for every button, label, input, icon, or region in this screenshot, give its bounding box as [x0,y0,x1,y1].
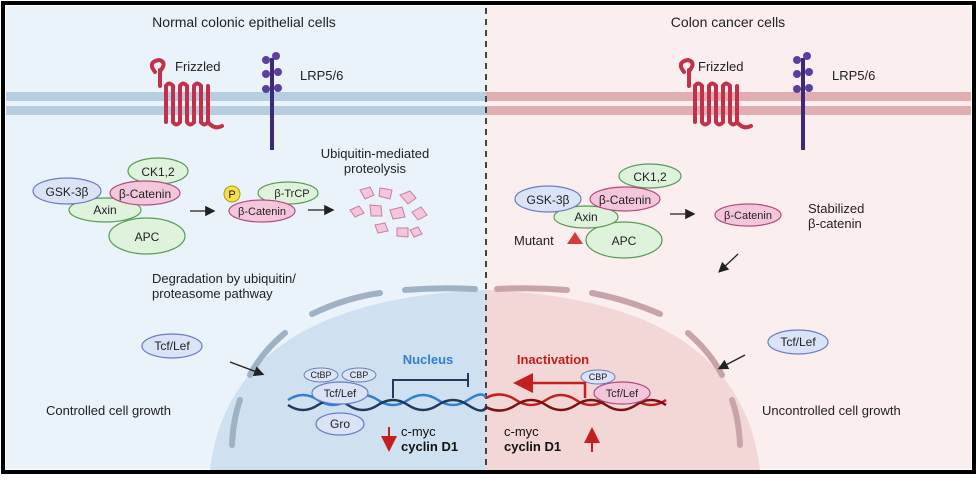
left-tcf-nuc-label: Tcf/Lef [324,388,357,400]
right-gsk-label: GSK-3β [527,193,570,207]
nuclear-envelope-right [494,285,743,448]
left-lrp-receptor [262,52,282,150]
left-destruction-complex [32,157,189,255]
mutant-label: Mutant [514,233,554,248]
nucleus-label: Nucleus [403,352,454,367]
right-bcat-label: β-Catenin [599,193,651,207]
left-frizzled-receptor [149,57,224,130]
right-tcf-free [767,329,829,355]
left-title: Normal colonic epithelial cells [152,14,336,30]
left-frizzled-label: Frizzled [175,59,221,74]
stabilized-line1: Stabilized [808,201,864,216]
controlled-growth: Controlled cell growth [46,403,171,418]
right-title: Colon cancer cells [671,14,785,30]
right-ck-label: CK1,2 [633,170,667,184]
stabilized-line2: β-catenin [808,216,862,231]
left-btrcp-complex [223,181,319,223]
right-lrp-label: LRP5/6 [832,68,875,83]
left-membrane [6,92,486,115]
right-frizzled-label: Frizzled [698,59,744,74]
degradation-line2: proteasome pathway [152,286,273,301]
left-apc-label: APC [135,230,160,244]
left-phospho-label: P [228,189,235,201]
ctbp-label: CtBP [310,370,331,380]
left-tcf-free-label: Tcf/Lef [154,339,190,353]
right-coactivator-complex [580,369,651,405]
stabilized-bcat [714,203,782,227]
right-activation-arrow [513,373,587,398]
left-cbp-label: CBP [350,370,369,380]
proteolysis-fragments [349,186,428,238]
right-lrp-receptor [793,52,813,150]
right-axin-label: Axin [574,210,597,224]
left-ck-label: CK1,2 [141,165,175,179]
degradation-line1: Degradation by ubiquitin/ [152,271,296,286]
left-gsk-label: GSK-3β [46,185,89,199]
uncontrolled-growth: Uncontrolled cell growth [762,403,901,418]
right-destruction-complex [514,163,682,259]
left-corepressor-complex [303,367,377,436]
left-axin-label: Axin [93,203,116,217]
left-arrow-to-nucleus [229,361,265,377]
right-cbp-label: CBP [589,372,608,382]
left-tcf-free [141,333,203,359]
right-bcat-free-label: β-Catenin [724,210,772,222]
left-bcat-label: β-Catenin [119,187,171,201]
right-tcf-nuc-label: Tcf/Lef [606,388,639,400]
inactivation-label: Inactivation [517,352,589,367]
right-frizzled-receptor [678,57,753,130]
right-apc-label: APC [612,234,637,248]
nucleus-right [486,290,760,470]
ubiquitin-line1: Ubiquitin-mediated [321,146,429,161]
left-lrp-label: LRP5/6 [300,68,343,83]
left-repression-line [392,373,469,398]
right-tcf-free-label: Tcf/Lef [780,335,816,349]
nuclear-envelope-left [229,285,478,448]
right-arrow-to-nucleus [717,354,746,370]
left-cyclin: cyclin D1 [401,439,458,454]
right-arrow-to-nucleus-top [718,253,739,273]
right-cyclin: cyclin D1 [504,439,561,454]
left-btrcp-label: β-TrCP [274,188,309,200]
right-cmyc: c-myc [504,424,539,439]
left-bcat2-label: β-Catenin [238,206,286,218]
left-cmyc: c-myc [401,424,436,439]
ubiquitin-line2: proteolysis [344,161,407,176]
gro-label: Gro [330,417,350,431]
